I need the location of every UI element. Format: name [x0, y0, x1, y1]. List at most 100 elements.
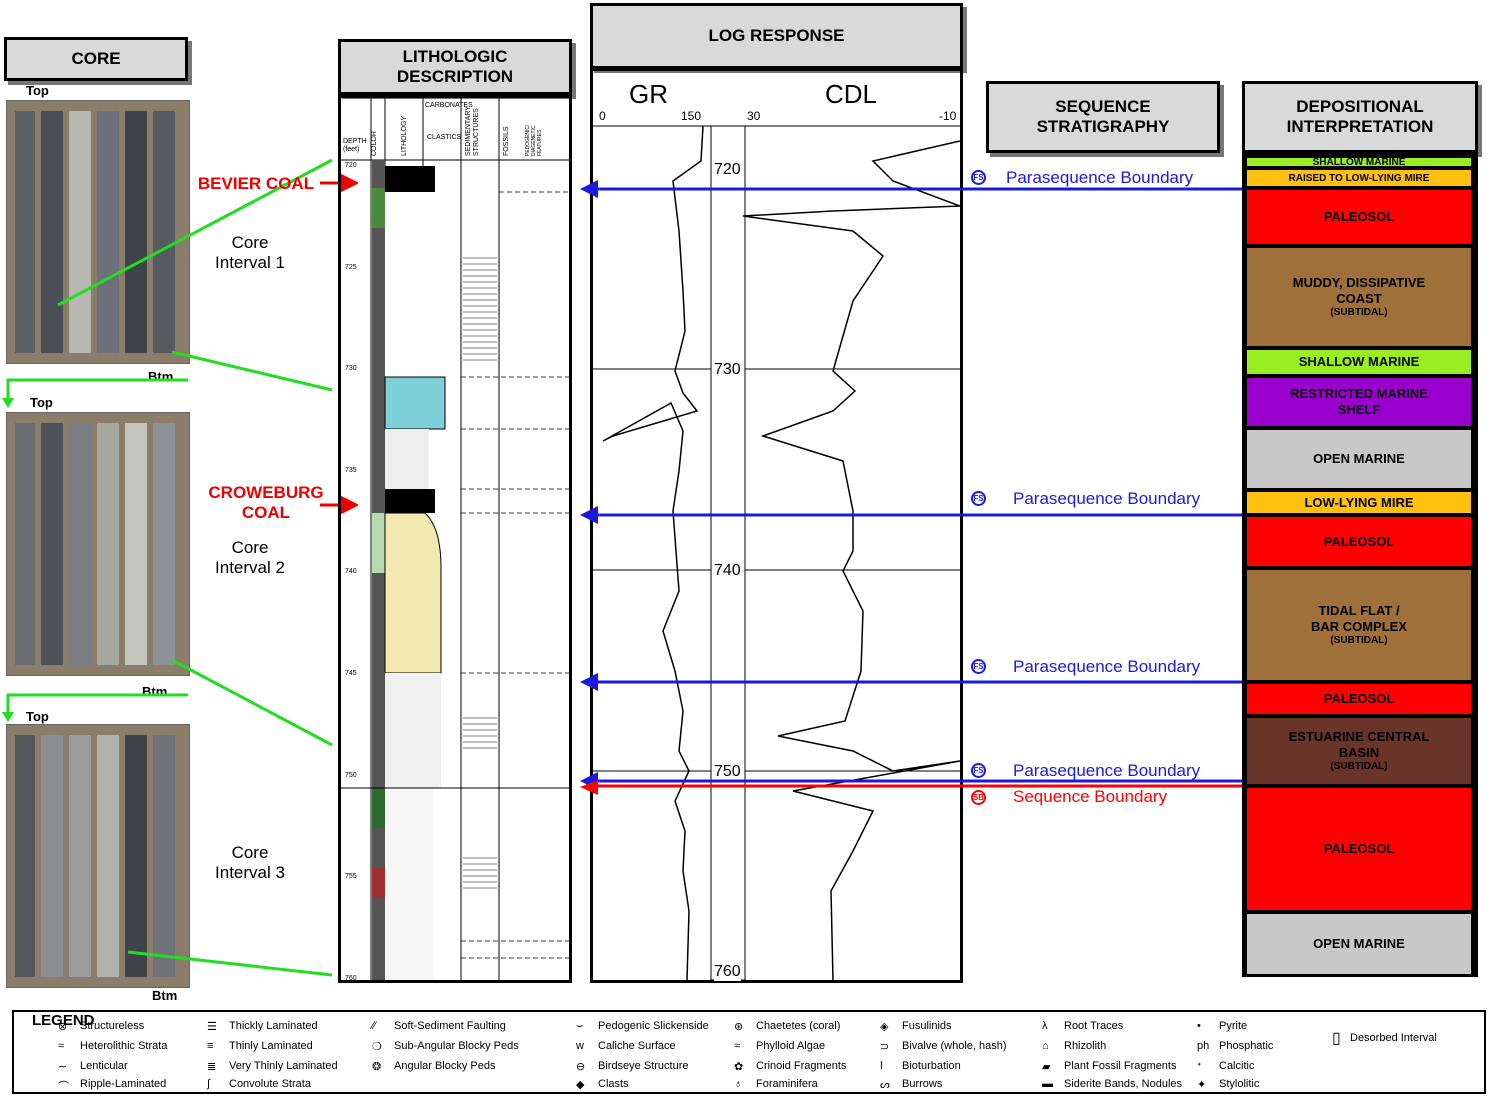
depositional-unit-label: PALEOSOL — [1323, 533, 1395, 549]
depositional-unit-label: PALEOSOL — [1323, 841, 1395, 856]
depositional-header: DEPOSITIONAL INTERPRETATION — [1242, 81, 1478, 153]
core1-top-label: Top — [26, 83, 49, 98]
depositional-unit-sublabel: (SUBTIDAL) — [1330, 307, 1388, 318]
depositional-unit-sublabel: (SUBTIDAL) — [1330, 635, 1388, 646]
core-photo-2 — [6, 412, 190, 676]
legend-symbol-icon: ⊗ — [58, 1021, 68, 1033]
fs-badge-2: FS — [971, 491, 986, 506]
sb-badge: SB — [971, 790, 986, 805]
cdl-label: CDL — [825, 79, 878, 109]
parasequence-boundary-4: Parasequence Boundary — [1013, 761, 1201, 780]
legend-symbol-icon: ▰ — [1042, 1061, 1051, 1073]
depth-tick: 735 — [345, 466, 357, 474]
depositional-unit: SHALLOW MARINE — [1245, 348, 1473, 376]
legend-item: Fusulinids — [902, 1020, 952, 1032]
log-response-header: LOG RESPONSE — [590, 3, 963, 69]
legend-symbol-icon: • — [1197, 1020, 1201, 1032]
depositional-unit-label: PALEOSOL — [1323, 691, 1395, 706]
legend-symbol-icon: ᴡ — [576, 1040, 584, 1052]
legend-item: Heterolithic Strata — [80, 1040, 168, 1052]
core3-top-label: Top — [26, 709, 49, 724]
legend-item: Pyrite — [1219, 1020, 1248, 1032]
legend-symbol-icon: ✿ — [734, 1061, 744, 1073]
legend: LEGEND ⊗ Structureless ≈ Heterolithic Strat… — [12, 1010, 1486, 1094]
legend-item: Caliche Surface — [598, 1040, 676, 1052]
log-depth-750: 750 — [714, 763, 741, 781]
legend-symbol-icon: ∼ — [58, 1061, 68, 1073]
depth-tick: 740 — [345, 568, 357, 576]
legend-symbol-icon: λ — [1042, 1020, 1048, 1032]
legend-symbol-icon: ⌒ — [58, 1081, 69, 1093]
log-depth-730: 730 — [714, 361, 741, 379]
depositional-unit: RESTRICTED MARINE SHELF — [1245, 376, 1473, 428]
depositional-unit: PALEOSOL — [1245, 515, 1473, 568]
core-interval-3-label: Core Interval 3 — [215, 843, 285, 882]
depositional-unit: OPEN MARINE — [1245, 428, 1473, 490]
legend-symbol-icon: ⊛ — [734, 1021, 744, 1033]
depositional-unit-label: SHALLOW MARINE — [1298, 354, 1420, 369]
depositional-unit-label: OPEN MARINE — [1313, 936, 1405, 951]
core-header: CORE — [4, 37, 188, 81]
fs-badge-3: FS — [971, 659, 986, 674]
lithologic-column: DEPTH (feet) COLOR LITHOLOGY CARBONATES … — [338, 95, 572, 983]
legend-item: Burrows — [902, 1078, 943, 1090]
legend-item: Calcitic — [1219, 1060, 1255, 1072]
carbonates-header: CARBONATES — [425, 102, 473, 109]
core-interval-1-label: Core Interval 1 — [215, 233, 285, 272]
legend-item: Structureless — [80, 1020, 145, 1032]
core2-top-label: Top — [30, 395, 53, 410]
legend-item: Bivalve (whole, hash) — [902, 1040, 1007, 1052]
core-photo-3 — [6, 724, 190, 988]
depositional-unit: MUDDY, DISSIPATIVE COAST(SUBTIDAL) — [1245, 246, 1473, 348]
depositional-unit: LOW-LYING MIRE — [1245, 490, 1473, 515]
legend-item: Foraminifera — [756, 1078, 818, 1090]
legend-item: Sub-Angular Blocky Peds — [394, 1040, 519, 1052]
legend-item: Phosphatic — [1219, 1040, 1274, 1052]
legend-symbol-icon: ≡ — [207, 1040, 214, 1052]
legend-item: Clasts — [598, 1078, 629, 1090]
depositional-unit-label: MUDDY, DISSIPATIVE COAST — [1292, 275, 1426, 306]
legend-item: Desorbed Interval — [1350, 1032, 1437, 1044]
depositional-unit: PALEOSOL — [1245, 786, 1473, 912]
log-curves — [593, 125, 960, 980]
legend-title: LEGEND — [32, 1012, 95, 1029]
depositional-unit-label: RAISED TO LOW-LYING MIRE — [1288, 172, 1430, 184]
lithologic-log-svg — [341, 98, 569, 980]
core-connectors — [2, 158, 333, 977]
log-response-panel: GR CDL 0 150 30 -10 720 730 740 750 760 — [590, 68, 963, 983]
depositional-unit: PALEOSOL — [1245, 682, 1473, 716]
legend-symbol-icon: ♁ — [734, 1078, 743, 1090]
legend-item: Plant Fossil Fragments — [1064, 1060, 1177, 1072]
legend-item: Very Thinly Laminated — [229, 1060, 338, 1072]
legend-item: Convolute Strata — [229, 1078, 311, 1090]
legend-symbol-icon: ᐩ — [1197, 1061, 1202, 1073]
depositional-unit-label: OPEN MARINE — [1313, 451, 1405, 466]
legend-item: Phylloid Algae — [756, 1040, 826, 1052]
log-depth-720: 720 — [714, 161, 741, 179]
depositional-unit-label: SHALLOW MARINE — [1312, 156, 1406, 168]
fs-badge-1: FS — [971, 170, 986, 185]
depositional-unit: OPEN MARINE — [1245, 912, 1473, 976]
depth-tick: 745 — [345, 670, 357, 677]
legend-symbol-icon: ❍ — [372, 1041, 382, 1053]
legend-item: Ripple-Laminated — [80, 1078, 167, 1090]
legend-symbol-icon: ▬ — [1042, 1078, 1053, 1090]
lithologic-header: LITHOLOGIC DESCRIPTION — [338, 39, 572, 95]
legend-symbol-icon: ⊖ — [576, 1061, 586, 1073]
legend-item: Birdseye Structure — [598, 1060, 689, 1072]
legend-item: Soft-Sediment Faulting — [394, 1020, 506, 1032]
core-interval-2-label: Core Interval 2 — [215, 538, 285, 577]
legend-symbol-icon: ❂ — [372, 1061, 382, 1073]
legend-item: Thinly Laminated — [229, 1040, 313, 1052]
cdl-scale-max: -10 — [939, 109, 957, 123]
gr-scale-max: 150 — [681, 109, 702, 123]
depositional-unit-label: RESTRICTED MARINE SHELF — [1290, 386, 1428, 417]
legend-item: Angular Blocky Peds — [394, 1060, 496, 1072]
legend-symbol-icon: ≈ — [734, 1040, 741, 1052]
clastics-header: CLASTICS — [427, 134, 462, 141]
legend-item: Siderite Bands, Nodules — [1064, 1078, 1183, 1090]
legend-symbol-icon: ᔕ — [880, 1079, 890, 1091]
cdl-scale-min: 30 — [747, 109, 761, 123]
depth-tick: 730 — [345, 365, 357, 373]
legend-symbol-icon: ∫ — [207, 1078, 211, 1090]
